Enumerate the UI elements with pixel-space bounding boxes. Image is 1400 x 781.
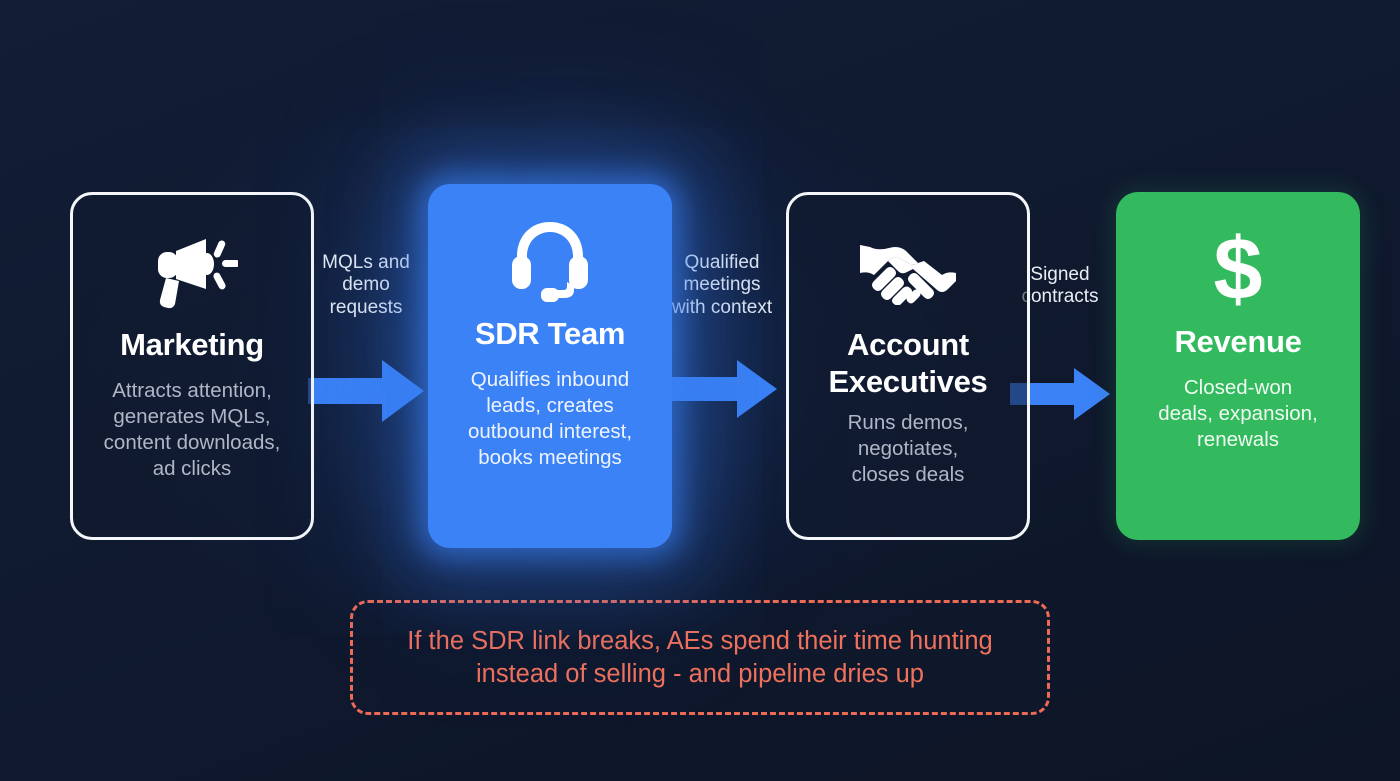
connector-label: Signed contracts	[1021, 264, 1099, 308]
connector-label: Qualified meetings with context	[671, 252, 773, 318]
handshake-icon	[858, 229, 958, 315]
stage-card-marketing[interactable]: Marketing Attracts attention, generates …	[70, 192, 314, 540]
connector-sdr-to-ae: Qualified meetings with context	[662, 192, 782, 540]
stage-card-account-executives[interactable]: Account Executives Runs demos, negotiate…	[786, 192, 1030, 540]
connector-label: MQLs and demo requests	[322, 252, 410, 318]
warning-callout-text: If the SDR link breaks, AEs spend their …	[407, 626, 993, 688]
arrow-right-icon	[667, 358, 777, 420]
stage-title: SDR Team	[474, 316, 626, 351]
headset-icon	[510, 218, 590, 304]
arrow-right-icon	[1010, 366, 1110, 422]
megaphone-icon	[146, 229, 238, 315]
stage-title: Account Executives	[828, 327, 988, 399]
arrow-right-icon	[308, 358, 424, 424]
stage-description: Closed-won deals, expansion, renewals	[1158, 375, 1318, 451]
dollar-sign-icon: $	[1207, 225, 1269, 313]
stage-description: Attracts attention, generates MQLs, cont…	[103, 378, 281, 480]
svg-text:$: $	[1214, 225, 1263, 313]
warning-callout: If the SDR link breaks, AEs spend their …	[350, 600, 1050, 715]
pipeline-flow: Marketing Attracts attention, generates …	[0, 176, 1400, 548]
stage-description: Runs demos, negotiates, closes deals	[847, 411, 969, 487]
stage-card-revenue[interactable]: $ Revenue Closed-won deals, expansion, r…	[1116, 192, 1360, 540]
stage-description: Qualifies inbound leads, creates outboun…	[467, 367, 633, 469]
stage-title: Revenue	[1174, 324, 1302, 359]
stage-card-sdr-team[interactable]: SDR Team Qualifies inbound leads, create…	[428, 184, 672, 548]
connector-ae-to-revenue: Signed contracts	[1000, 192, 1120, 540]
stage-title: Marketing	[120, 327, 264, 362]
connector-marketing-to-sdr: MQLs and demo requests	[306, 192, 426, 540]
